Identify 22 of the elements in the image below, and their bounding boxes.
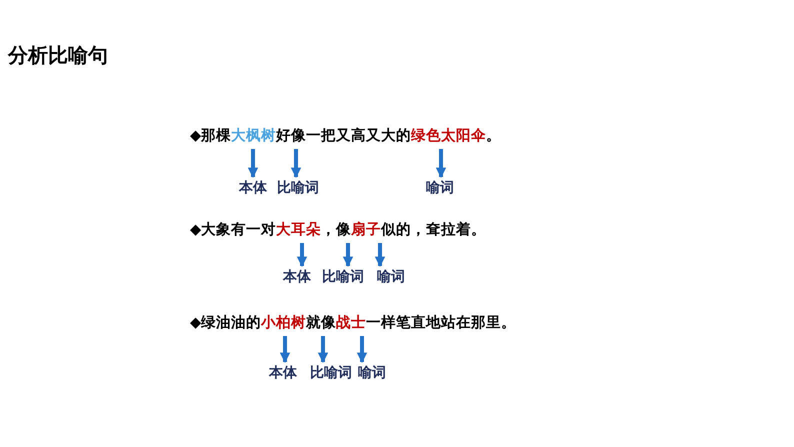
down-arrow [290,149,302,178]
down-arrow [296,243,308,268]
down-arrow [374,243,386,268]
down-arrow [356,336,368,364]
term-label: 喻词 [358,364,386,382]
down-arrow [248,149,258,178]
slide-title: 分析比喻句 [8,42,108,69]
down-arrow [318,336,328,364]
example-sentence: ◆绿油油的小柏树就像战士一样笔直地站在那里。 [190,313,516,333]
example-sentence: ◆那棵大枫树好像一把又高又大的绿色太阳伞。 [190,126,502,146]
term-label: 比喻词 [322,268,364,286]
term-label: 比喻词 [310,364,352,382]
term-label: 本体 [239,179,267,197]
down-arrow [280,336,290,364]
term-label: 本体 [269,364,297,382]
term-label: 比喻词 [277,179,319,197]
down-arrow [342,243,354,268]
example-sentence: ◆大象有一对大耳朵，像扇子似的，耷拉着。 [190,220,486,240]
down-arrow [436,149,446,178]
term-label: 本体 [283,268,311,286]
term-label: 喻词 [377,268,405,286]
term-label: 喻词 [426,179,454,197]
